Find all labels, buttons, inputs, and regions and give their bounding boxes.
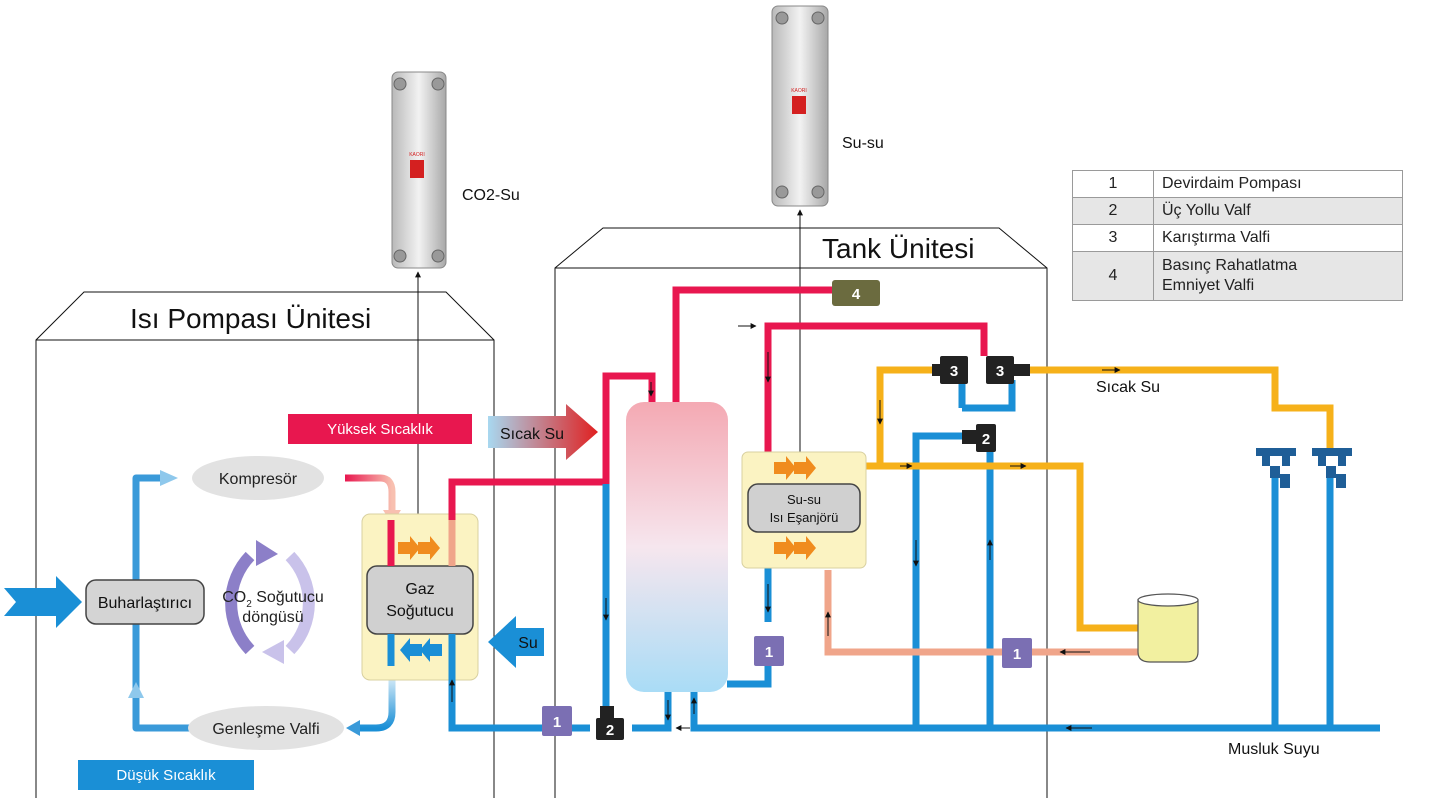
legend-number: 3 xyxy=(1072,224,1154,252)
legend-number: 4 xyxy=(1072,251,1154,301)
faucet-icon xyxy=(1256,448,1296,488)
legend-row: 4 Basınç Rahatlatma Emniyet Valfi xyxy=(1072,251,1403,301)
compressor-outlet-arrow xyxy=(345,474,396,512)
co2-cycle-label-line2: döngüsü xyxy=(242,609,303,626)
co2-cycle-arrows xyxy=(225,551,315,655)
tank-unit-title: Tank Ünitesi xyxy=(822,233,975,264)
hot-water-arrow xyxy=(488,404,598,460)
expansion-valve xyxy=(188,706,344,750)
low-temp-banner xyxy=(78,760,254,790)
plate-hx-label-1: Su-su xyxy=(787,492,821,507)
faucet-icon-2 xyxy=(1312,448,1352,488)
hot-water-cup xyxy=(1137,593,1199,663)
legend-text-line: Basınç Rahatlatma xyxy=(1162,257,1298,274)
svg-text:2: 2 xyxy=(982,431,990,448)
legend-row: 1 Devirdaim Pompası xyxy=(1072,170,1403,198)
relief-valve-marker: 4 xyxy=(832,280,880,306)
legend-table: 1 Devirdaim Pompası 2 Üç Yollu Valf 3 Ka… xyxy=(1072,170,1403,301)
water-inlet-arrow xyxy=(488,616,544,668)
low-temp-label: Düşük Sıcaklık xyxy=(116,767,216,784)
co2-water-heat-exchanger: KAORI xyxy=(391,71,447,269)
water-hx-brand: KAORI xyxy=(791,88,807,94)
gas-cooler xyxy=(366,565,474,635)
legend-number: 2 xyxy=(1072,197,1154,225)
plate-hx-label-2: Isı Eşanjörü xyxy=(770,510,839,525)
co2-subscript: 2 xyxy=(246,599,252,610)
co2-cycle-label: CO2 Soğutucu xyxy=(222,589,324,610)
water-water-label: Su-su xyxy=(842,135,884,152)
three-way-valve-marker-2: 2 xyxy=(596,706,624,740)
pump-marker: 1 xyxy=(542,706,572,736)
hot-water-pipes xyxy=(448,286,988,566)
svg-text:2: 2 xyxy=(606,722,614,739)
water-water-heat-exchanger: KAORI xyxy=(771,5,829,207)
legend-text: Basınç Rahatlatma Emniyet Valfi xyxy=(1153,251,1403,301)
co2-water-label: CO2-Su xyxy=(462,187,520,204)
air-inlet-arrow xyxy=(4,576,82,628)
gas-cooler-outlet-arrow xyxy=(360,666,396,732)
compressor xyxy=(192,456,324,500)
svg-text:4: 4 xyxy=(852,286,861,303)
legend-text-line-2: Emniyet Valfi xyxy=(1162,277,1255,294)
hot-water-outlet-label: Sıcak Su xyxy=(1096,379,1160,396)
legend-text: Üç Yollu Valf xyxy=(1153,197,1403,225)
gas-cooler-label-1: Gaz xyxy=(405,581,434,598)
plate-hx-heat-arrows xyxy=(774,456,816,560)
co2-hx-brand: KAORI xyxy=(409,152,425,158)
legend-row: 3 Karıştırma Valfi xyxy=(1072,224,1403,252)
mixing-valve-marker: 3 xyxy=(932,356,968,384)
heat-pump-unit-title: Isı Pompası Ünitesi xyxy=(130,303,371,334)
water-inlet-label: Su xyxy=(518,635,538,652)
three-way-valve-marker: 2 xyxy=(962,424,996,452)
return-pipe xyxy=(824,570,1138,656)
tap-water-label: Musluk Suyu xyxy=(1228,741,1320,758)
legend-number: 1 xyxy=(1072,170,1154,198)
svg-text:3: 3 xyxy=(950,363,958,380)
legend-text: Devirdaim Pompası xyxy=(1153,170,1403,198)
refrigerant-loop xyxy=(128,470,190,732)
expansion-valve-label: Genleşme Valfi xyxy=(212,721,319,738)
high-temp-label: Yüksek Sıcaklık xyxy=(327,421,433,438)
storage-tank xyxy=(626,402,728,692)
high-temp-banner xyxy=(288,414,472,444)
svg-text:1: 1 xyxy=(1013,646,1021,663)
legend-row: 2 Üç Yollu Valf xyxy=(1072,197,1403,225)
gas-cooler-heat-arrows xyxy=(398,536,442,662)
svg-text:1: 1 xyxy=(765,644,773,661)
pump-marker-2: 1 xyxy=(754,636,784,666)
pump-marker-3: 1 xyxy=(1002,638,1032,668)
evaporator-label: Buharlaştırıcı xyxy=(98,595,192,612)
mixing-valve-marker-2: 3 xyxy=(986,356,1030,384)
tank-unit-outline xyxy=(554,227,1048,798)
hot-water-supply-pipes xyxy=(826,366,1334,632)
hot-water-arrow-label: Sıcak Su xyxy=(500,426,564,443)
legend-text: Karıştırma Valfi xyxy=(1153,224,1403,252)
plate-hx xyxy=(747,483,861,533)
svg-text:3: 3 xyxy=(996,363,1004,380)
evaporator xyxy=(85,579,205,625)
gas-cooler-label-2: Soğutucu xyxy=(386,603,454,620)
svg-text:1: 1 xyxy=(553,714,561,731)
compressor-label: Kompresör xyxy=(219,471,298,488)
flow-direction-arrows xyxy=(449,323,1121,731)
